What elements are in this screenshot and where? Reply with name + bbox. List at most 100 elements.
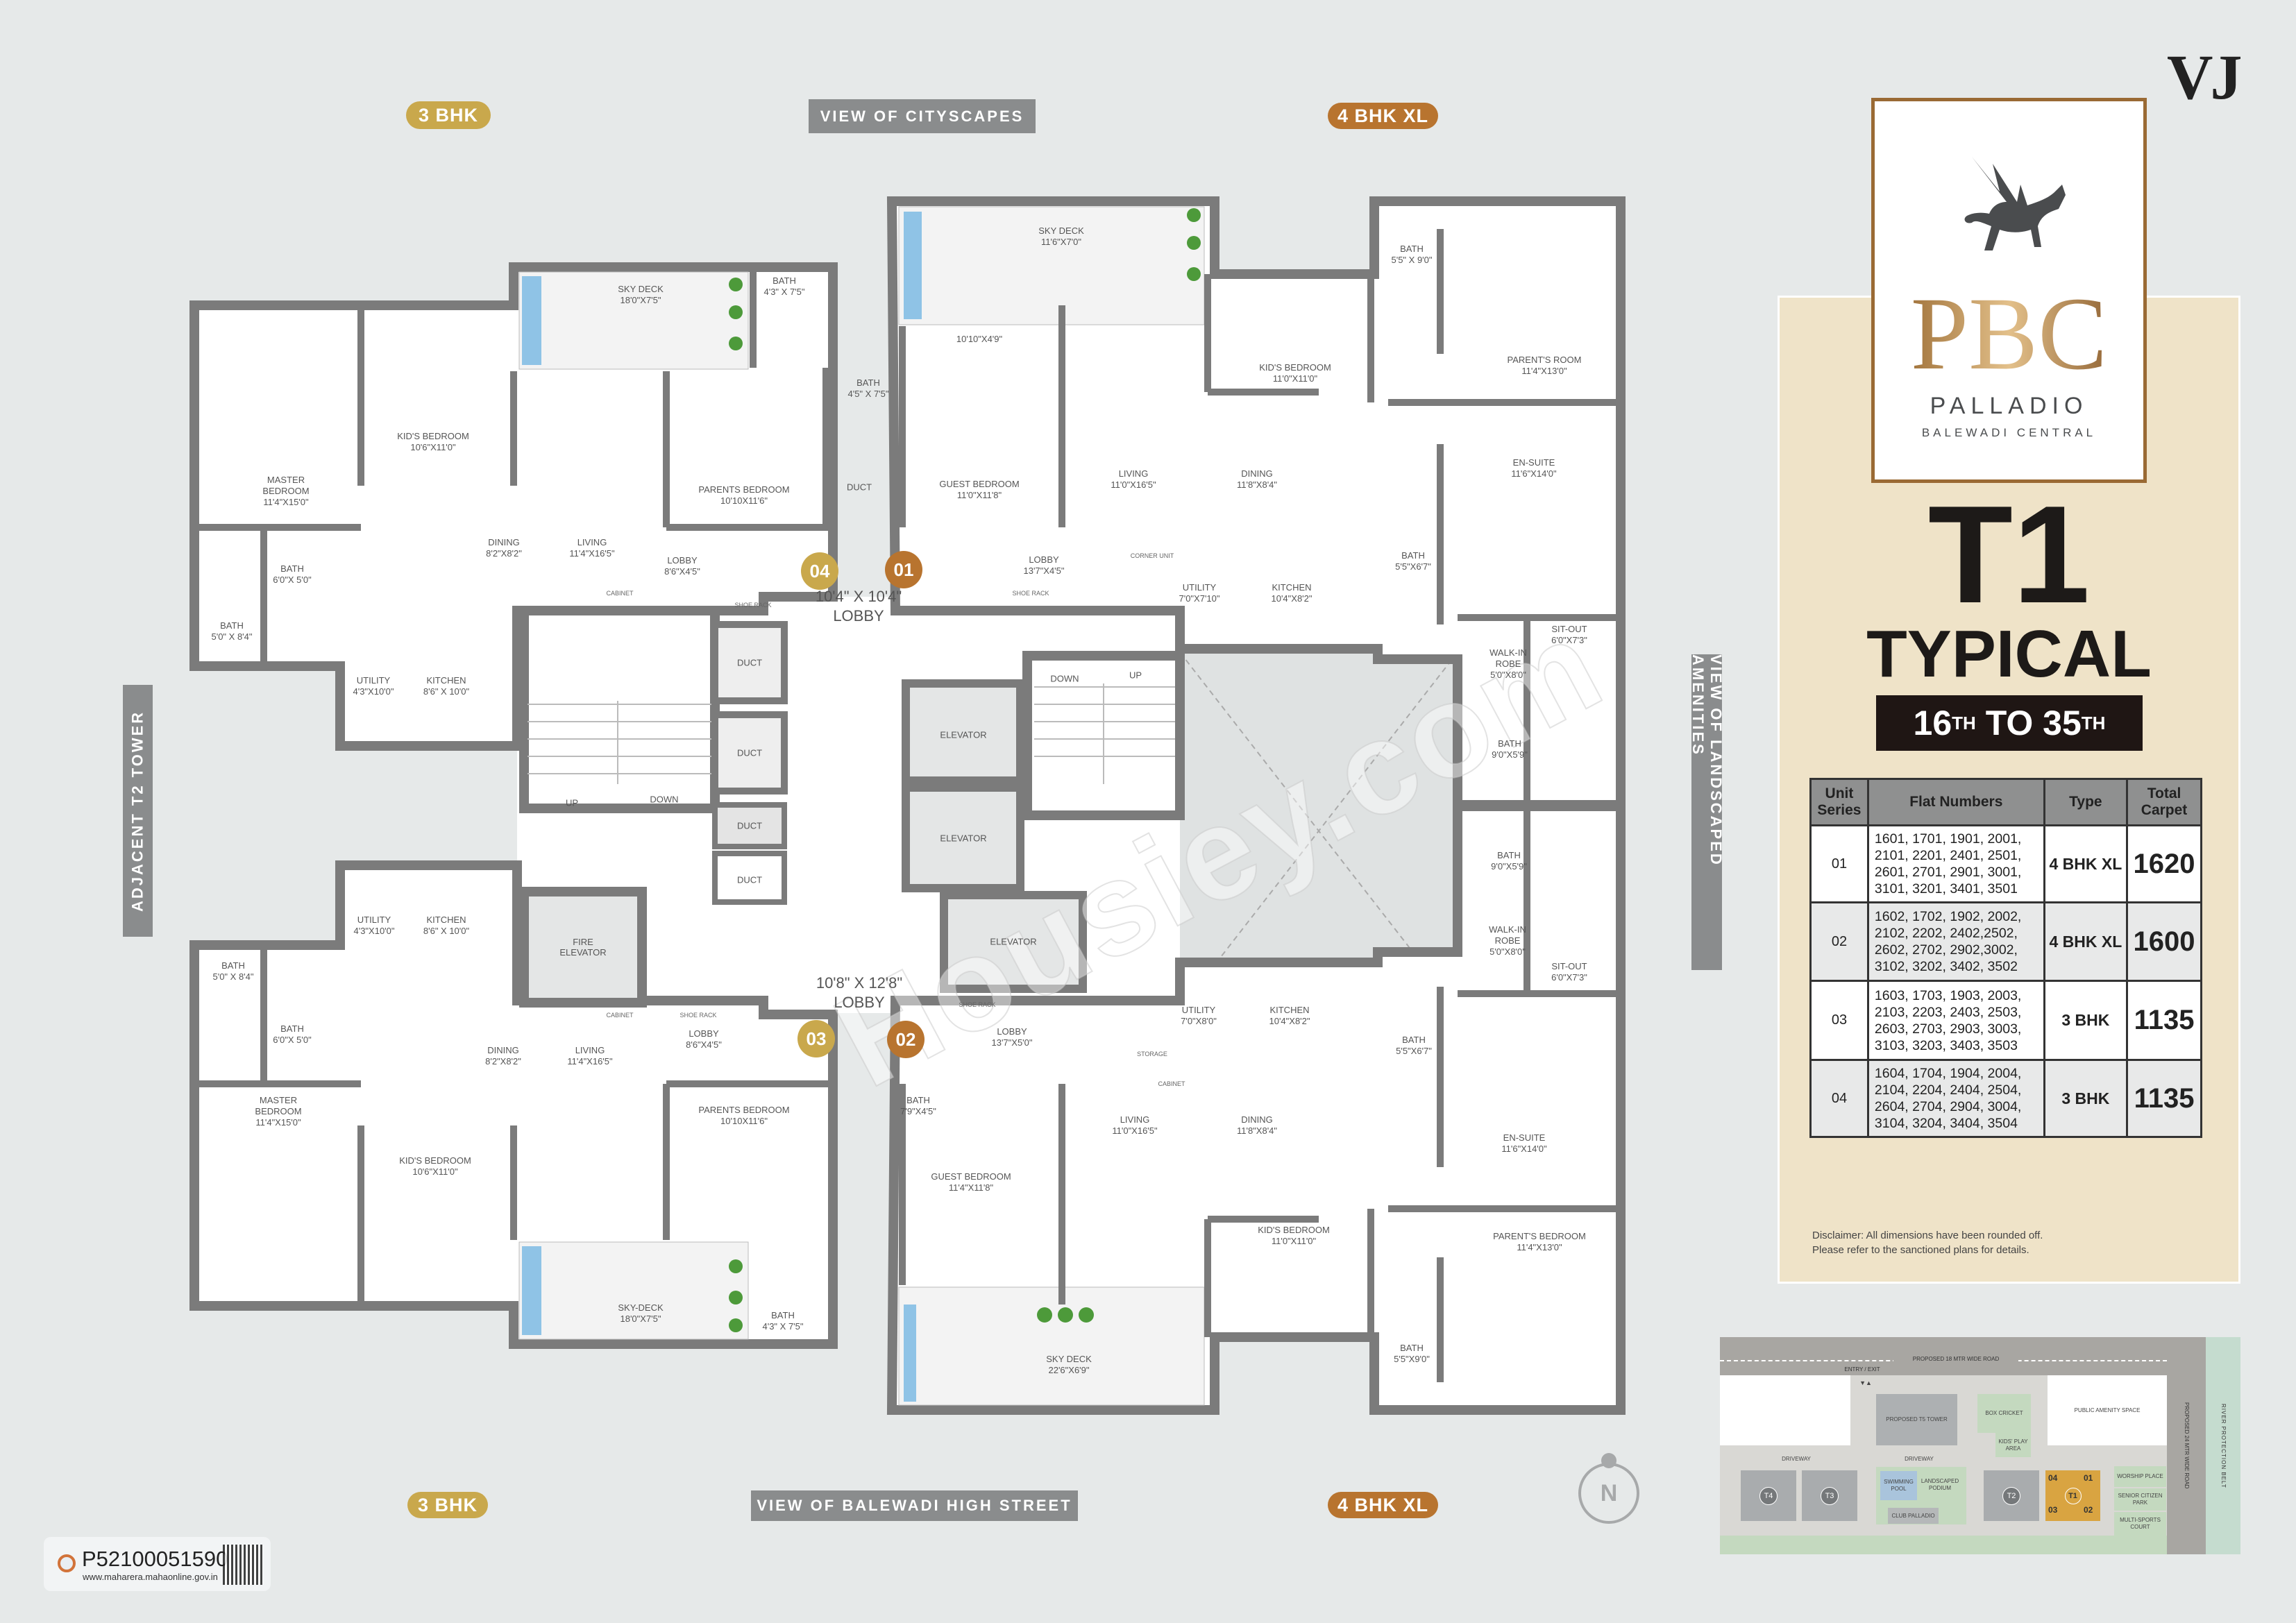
common-lobby-label: 10'8" X 12'8"LOBBY	[816, 974, 903, 1011]
view-label-left: ADJACENT T2 TOWER	[123, 685, 153, 937]
floor-to-suffix: TH	[2081, 713, 2106, 733]
rera-url[interactable]: www.maharera.mahaonline.gov.in	[83, 1572, 218, 1582]
unit-series: 01	[1809, 824, 1869, 903]
open-plot	[1720, 1375, 1850, 1445]
cabinet-label: CABINET	[1158, 1080, 1185, 1087]
shoe-rack-label: SHOE RACK	[959, 1001, 996, 1008]
table-row: 02 1602, 1702, 1902, 2002, 2102, 2202, 2…	[1809, 901, 2202, 982]
flat-numbers: 1603, 1703, 1903, 2003, 2103, 2203, 2403…	[1866, 980, 2045, 1061]
interior-walls	[198, 229, 1621, 1382]
box-cricket: BOX CRICKET	[1977, 1394, 2031, 1433]
stair-up-label: UP	[565, 797, 579, 808]
senior-citizen-park: SENIOR CITIZEN PARK	[2114, 1488, 2166, 1511]
club-palladio: CLUB PALLADIO	[1888, 1508, 1939, 1524]
plan-type-title: TYPICAL	[1866, 617, 2152, 691]
worship-place: WORSHIP PLACE	[2114, 1466, 2166, 1487]
total-carpet: 1620	[2126, 824, 2202, 903]
t1-unit-04: 04	[2048, 1473, 2058, 1483]
project-location: BALEWADI CENTRAL	[1921, 426, 2097, 439]
north-label: N	[1600, 1479, 1618, 1506]
project-logo-text: PBC	[1875, 282, 2143, 386]
shoe-rack-label: SHOE RACK	[734, 602, 772, 609]
shoe-rack-label: SHOE RACK	[1012, 590, 1049, 597]
tower-t2-label: T2	[2002, 1486, 2020, 1505]
view-label-right: VIEW OF LANDSCAPED AMENITIES	[1689, 654, 1725, 970]
t1-unit-02: 02	[2084, 1505, 2093, 1515]
project-logo: PBC PALLADIO BALEWADI CENTRAL	[1871, 98, 2147, 483]
project-name: PALLADIO	[1930, 393, 2088, 419]
t5-tower: PROPOSED T5 TOWER	[1876, 1394, 1957, 1445]
table-header: Unit Series Flat Numbers Type Total Carp…	[1809, 778, 2202, 826]
elevator-label: ELEVATOR	[990, 936, 1037, 947]
unit-type: 3 BHK	[2043, 1059, 2129, 1138]
unit-badge-01: 01	[885, 551, 922, 588]
unit-badge-03: 03	[797, 1020, 835, 1057]
driveway-label: DRIVEWAY	[1782, 1456, 1811, 1462]
corner-unit-label: CORNER UNIT	[1130, 552, 1174, 559]
flat-numbers: 1602, 1702, 1902, 2002, 2102, 2202, 2402…	[1866, 901, 2045, 982]
river-belt-label: RIVER PROTECTION BELT	[2206, 1337, 2240, 1554]
multi-sports-court: MULTI-SPORTS COURT	[2114, 1512, 2166, 1536]
sky-decks	[518, 206, 1205, 1406]
room-label: 10'10"X4'9"	[956, 334, 1003, 344]
unit-table: Unit Series Flat Numbers Type Total Carp…	[1809, 778, 2202, 1138]
green-belt	[1720, 1536, 2167, 1554]
header-type: Type	[2043, 778, 2129, 826]
table-row: 03 1603, 1703, 1903, 2003, 2103, 2203, 2…	[1809, 980, 2202, 1061]
road-top-label: PROPOSED 18 MTR WIDE ROAD	[1893, 1352, 2018, 1366]
unit-type-tag-bottom-left: 3 BHK	[407, 1492, 488, 1518]
tower-t3-label: T3	[1821, 1486, 1839, 1505]
tower-title: T1	[1927, 477, 2091, 632]
unit-type-tag-top-left: 3 BHK	[406, 101, 491, 129]
unit-series: 04	[1809, 1059, 1869, 1138]
total-carpet: 1135	[2126, 1059, 2202, 1138]
cabinet-label: CABINET	[606, 590, 634, 597]
kids-play-area: KIDS' PLAY AREA	[1995, 1433, 2031, 1457]
duct-label: DUCT	[736, 874, 763, 885]
fire-elevator-label: FIRE ELEVATOR	[559, 937, 607, 958]
north-compass: N	[1578, 1453, 1639, 1524]
qr-code-icon	[223, 1545, 263, 1585]
duct-label: DUCT	[736, 820, 763, 831]
flat-numbers: 1601, 1701, 1901, 2001, 2101, 2201, 2401…	[1866, 824, 2045, 903]
tower-t3: T3	[1802, 1470, 1857, 1521]
stair-down-label: DOWN	[650, 794, 679, 805]
core-structure	[519, 606, 1185, 1008]
rera-badge: P52100051590 www.maharera.mahaonline.gov…	[44, 1537, 271, 1591]
unit-type-tag-bottom-right: 4 BHK XL	[1328, 1492, 1438, 1518]
